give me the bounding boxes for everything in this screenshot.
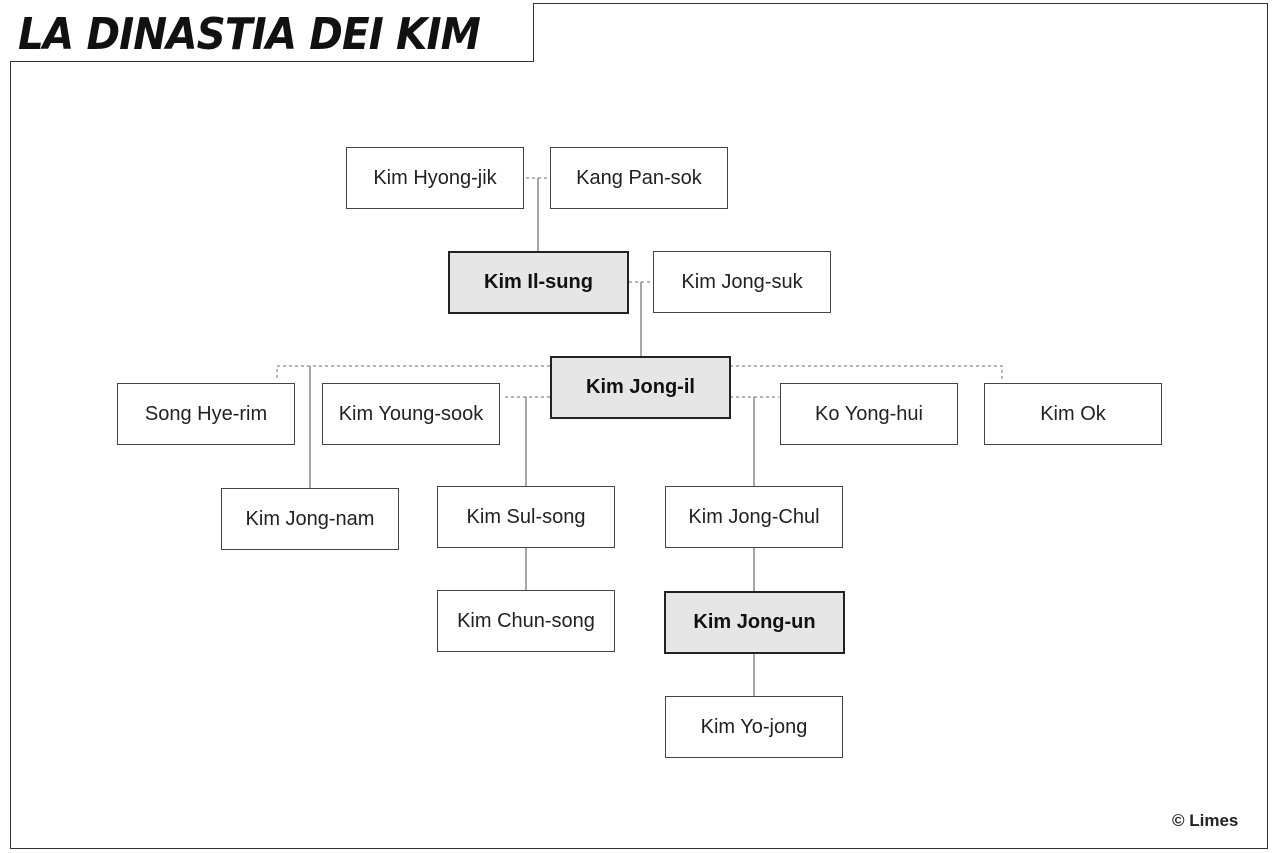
node-kim-jong-nam: Kim Jong-nam (221, 488, 399, 550)
node-kim-jong-il: Kim Jong-il (550, 356, 731, 419)
node-kim-sul-song: Kim Sul-song (437, 486, 615, 548)
node-song-hye-rim: Song Hye-rim (117, 383, 295, 445)
node-kim-ok: Kim Ok (984, 383, 1162, 445)
diagram-title: LA DINASTIA DEI KIM (18, 9, 481, 60)
node-kim-chun-song: Kim Chun-song (437, 590, 615, 652)
marriage-link-jongil-partners-left (276, 365, 550, 380)
node-kim-jong-suk: Kim Jong-suk (653, 251, 831, 313)
node-kim-hyong-jik: Kim Hyong-jik (346, 147, 524, 209)
marriage-link-jongil-partners-right (730, 365, 1003, 380)
node-kim-jong-chul: Kim Jong-Chul (665, 486, 843, 548)
node-kim-jong-un: Kim Jong-un (664, 591, 845, 654)
node-kim-yo-jong: Kim Yo-jong (665, 696, 843, 758)
node-kim-il-sung: Kim Il-sung (448, 251, 629, 314)
node-kim-young-sook: Kim Young-sook (322, 383, 500, 445)
node-kang-pan-sok: Kang Pan-sok (550, 147, 728, 209)
credit-label: © Limes (1172, 811, 1239, 830)
node-ko-yong-hui: Ko Yong-hui (780, 383, 958, 445)
title-box (10, 3, 534, 62)
